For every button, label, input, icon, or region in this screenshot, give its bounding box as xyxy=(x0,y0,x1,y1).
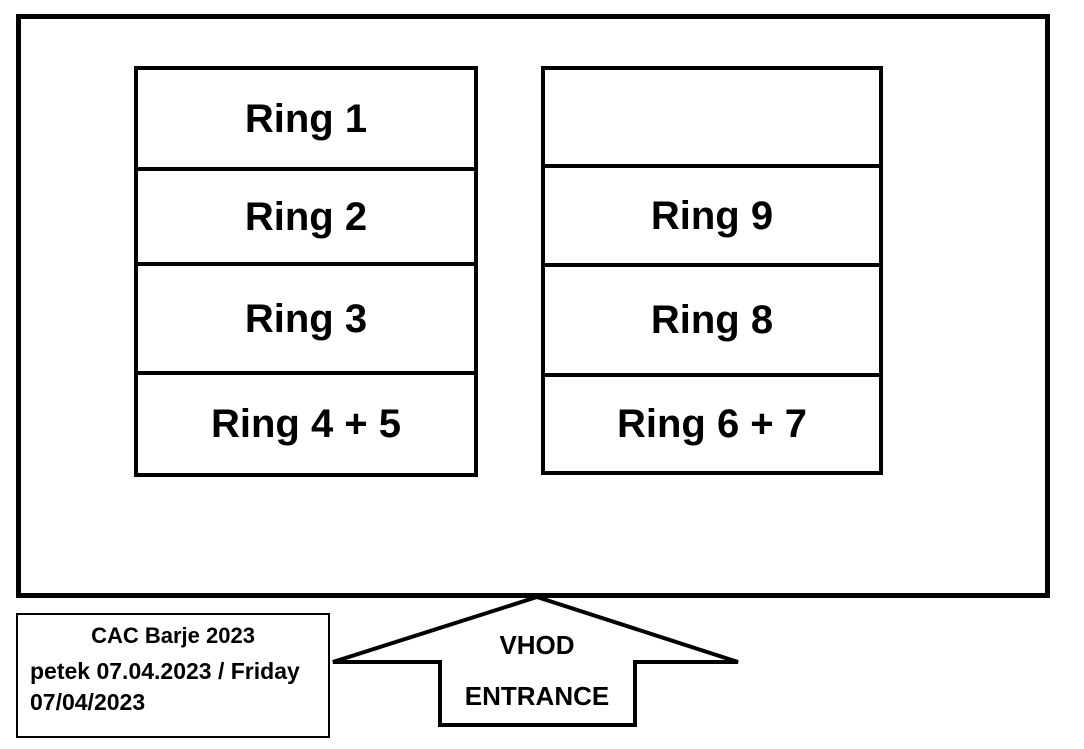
ring-1-label: Ring 1 xyxy=(244,96,368,141)
ring-row-2: Ring 2 xyxy=(138,167,474,262)
entrance-label-vhod: VHOD xyxy=(499,630,575,660)
event-date-line1: petek 07.04.2023 / Friday xyxy=(30,658,300,684)
ring-6-7-label: Ring 6 + 7 xyxy=(616,402,808,446)
ring-3-label: Ring 3 xyxy=(244,296,368,341)
event-date-line2: 07/04/2023 xyxy=(30,689,146,715)
ring-column-left: Ring 1 Ring 2 Ring 3 Ring 4 + 5 xyxy=(134,66,478,477)
ring-8-label: Ring 8 xyxy=(650,298,774,342)
ring-row-4-5: Ring 4 + 5 xyxy=(138,371,474,473)
event-info-box: CAC Barje 2023 petek 07.04.2023 / Friday… xyxy=(16,613,330,738)
ring-9-label: Ring 9 xyxy=(650,193,774,238)
entrance-arrow-icon xyxy=(332,594,739,727)
ring-row-empty xyxy=(545,70,879,164)
ring-row-8: Ring 8 xyxy=(545,263,879,373)
event-title: CAC Barje 2023 xyxy=(91,623,255,648)
ring-column-right: Ring 9 Ring 8 Ring 6 + 7 xyxy=(541,66,883,475)
ring-4-5-label: Ring 4 + 5 xyxy=(210,402,402,446)
ring-row-6-7: Ring 6 + 7 xyxy=(545,373,879,471)
ring-2-label: Ring 2 xyxy=(244,194,368,239)
ring-row-9: Ring 9 xyxy=(545,164,879,263)
ring-row-3: Ring 3 xyxy=(138,262,474,371)
entrance-label-entrance: ENTRANCE xyxy=(464,681,610,711)
ring-row-1: Ring 1 xyxy=(138,70,474,167)
